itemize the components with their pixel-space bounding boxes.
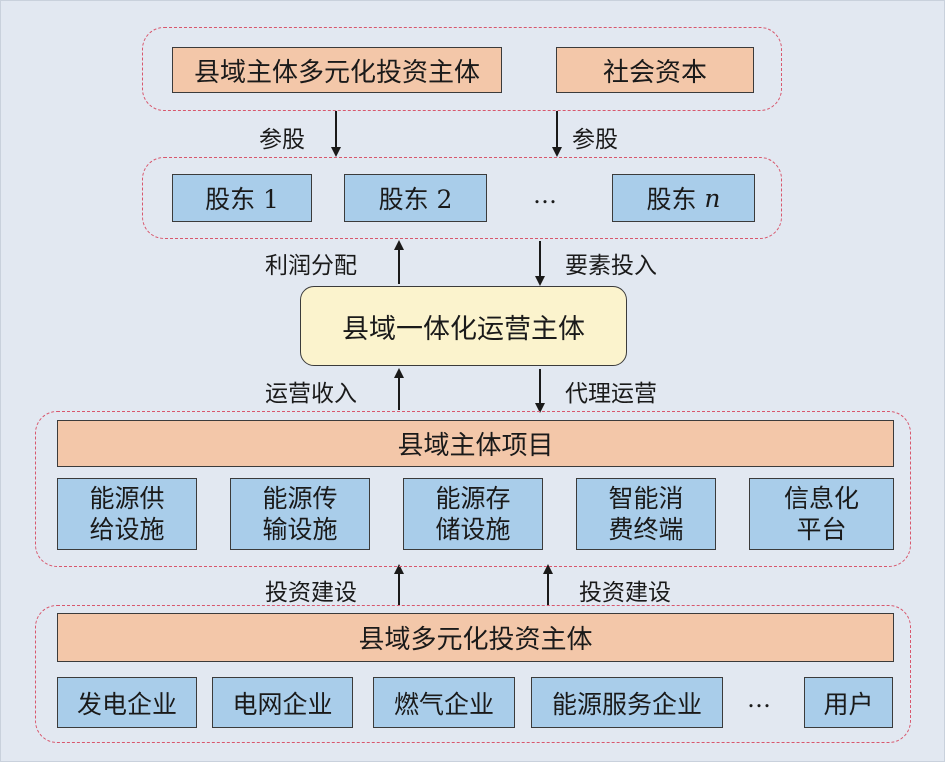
project-group: [35, 411, 911, 567]
project-item-line: 给设施: [89, 515, 165, 544]
social-capital-box: 社会资本: [556, 47, 754, 93]
project-item-information: 信息化平台: [749, 478, 894, 550]
project-item-line: 输设施: [262, 515, 338, 544]
project-item-supply: 能源供给设施: [57, 478, 197, 550]
profit-distribution-label: 利润分配: [265, 253, 357, 279]
county-diversified-investor-box: 县域多元化投资主体: [57, 613, 894, 662]
shareholder-ellipsis: …: [533, 181, 557, 209]
invest-build-label-right: 投资建设: [579, 580, 671, 606]
invest-build-label-left: 投资建设: [265, 580, 357, 606]
county-investor-box: 县域主体多元化投资主体: [172, 47, 502, 93]
county-project-box: 县域主体项目: [57, 420, 894, 467]
shareholder-2-box: 股东 2: [344, 174, 487, 222]
project-item-line: 储设施: [435, 515, 511, 544]
project-item-line: 能源供: [89, 483, 165, 513]
operating-income-label: 运营收入: [265, 381, 357, 407]
project-item-line: 信息化: [783, 483, 859, 513]
bottom-ellipsis: …: [747, 685, 771, 713]
project-item-terminal: 智能消费终端: [576, 478, 716, 550]
participate-label-left: 参股: [259, 127, 305, 153]
project-item-storage: 能源存储设施: [403, 478, 543, 550]
power-generation-enterprise-box: 发电企业: [57, 677, 197, 728]
project-item-line: 能源传: [262, 483, 338, 513]
top-investor-group: [142, 27, 782, 111]
project-item-line: 平台: [796, 515, 847, 544]
shareholder-n-variable: n: [704, 183, 721, 213]
shareholder-group: [142, 157, 782, 239]
county-operating-entity-box: 县域一体化运营主体: [300, 286, 627, 366]
project-item-transmission: 能源传输设施: [230, 478, 370, 550]
agent-operation-label: 代理运营: [565, 381, 657, 407]
participate-label-right: 参股: [572, 127, 618, 153]
project-item-line: 费终端: [608, 515, 684, 544]
grid-enterprise-box: 电网企业: [212, 677, 353, 728]
shareholder-n-prefix: 股东: [646, 185, 705, 214]
gas-enterprise-box: 燃气企业: [373, 677, 515, 728]
user-box: 用户: [804, 677, 893, 728]
energy-service-enterprise-box: 能源服务企业: [531, 677, 723, 728]
project-item-line: 能源存: [435, 483, 511, 513]
project-item-line: 智能消: [608, 483, 684, 513]
factor-input-label: 要素投入: [565, 253, 657, 279]
shareholder-n-box: 股东 n: [612, 174, 755, 222]
shareholder-1-box: 股东 1: [172, 174, 312, 222]
bottom-investor-group: [35, 605, 911, 743]
